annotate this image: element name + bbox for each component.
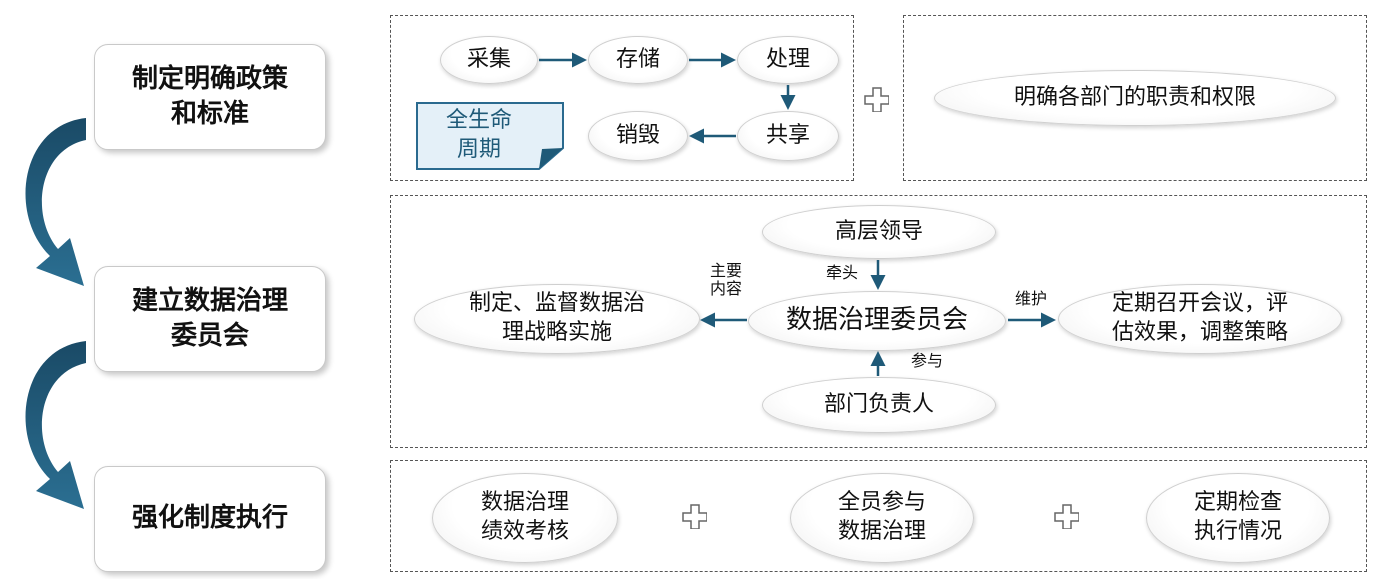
- step-policies-standards: 制定明确政策 和标准: [94, 44, 326, 150]
- step-label: 建立数据治理 委员会: [131, 285, 288, 351]
- node-label: 数据治理 绩效考核: [480, 490, 569, 544]
- edge-text: 主要 内容: [709, 261, 742, 299]
- curved-arrow-1: [25, 118, 86, 286]
- node-meetings: 定期召开会议，评 估效果，调整策略: [1058, 284, 1342, 354]
- edge-text: 牵头: [825, 263, 858, 282]
- node-label: 部门负责人: [823, 391, 934, 417]
- node-label: 定期检查 执行情况: [1193, 490, 1282, 544]
- step-label: 制定明确政策 和标准: [131, 63, 288, 129]
- edge-text: 维护: [1014, 289, 1047, 308]
- node-process: 处理: [737, 36, 839, 84]
- node-performance-review: 数据治理 绩效考核: [432, 473, 618, 563]
- node-label: 共享: [765, 122, 810, 148]
- node-label: 采集: [466, 46, 511, 72]
- node-label: 数据治理委员会: [785, 305, 968, 336]
- node-label: 存储: [615, 46, 660, 72]
- plus-icon: [682, 504, 707, 529]
- step-label: 强化制度执行: [131, 503, 288, 534]
- node-label: 处理: [765, 46, 810, 72]
- edge-label-participate: 参与: [897, 351, 957, 370]
- edge-label-main-content: 主要 内容: [696, 261, 756, 299]
- node-periodic-inspection: 定期检查 执行情况: [1146, 473, 1330, 563]
- plus-icon: [864, 87, 889, 112]
- edge-text: 参与: [910, 351, 943, 370]
- node-label: 全员参与 数据治理: [837, 490, 926, 544]
- node-senior-leadership: 高层领导: [762, 205, 996, 259]
- node-label: 定期召开会议，评 估效果，调整策略: [1111, 291, 1288, 345]
- node-department-heads: 部门负责人: [762, 377, 996, 433]
- node-committee-center: 数据治理委员会: [748, 291, 1006, 351]
- step-enforcement: 强化制度执行: [94, 466, 326, 572]
- lifecycle-note: [416, 102, 564, 170]
- node-collect: 采集: [440, 36, 538, 84]
- edge-label-maintain: 维护: [1004, 289, 1058, 308]
- responsibilities-text: 明确各部门的职责和权限: [1013, 84, 1256, 110]
- plus-icon: [1054, 504, 1079, 529]
- note-text: 全生命 周期: [445, 108, 512, 162]
- node-label: 销毁: [615, 122, 660, 148]
- node-destroy: 销毁: [588, 111, 688, 161]
- node-full-participation: 全员参与 数据治理: [790, 473, 974, 563]
- node-label: 高层领导: [834, 218, 923, 244]
- edge-label-lead: 牵头: [812, 263, 872, 282]
- node-share: 共享: [737, 111, 839, 161]
- node-label: 制定、监督数据治 理战略实施: [468, 291, 645, 345]
- responsibilities-oval: 明确各部门的职责和权限: [934, 70, 1336, 126]
- node-strategy: 制定、监督数据治 理战略实施: [414, 284, 700, 354]
- step-governance-committee: 建立数据治理 委员会: [94, 266, 326, 372]
- lifecycle-note-label: 全生命 周期: [418, 104, 540, 168]
- node-store: 存储: [588, 36, 688, 84]
- curved-arrow-2: [25, 341, 86, 509]
